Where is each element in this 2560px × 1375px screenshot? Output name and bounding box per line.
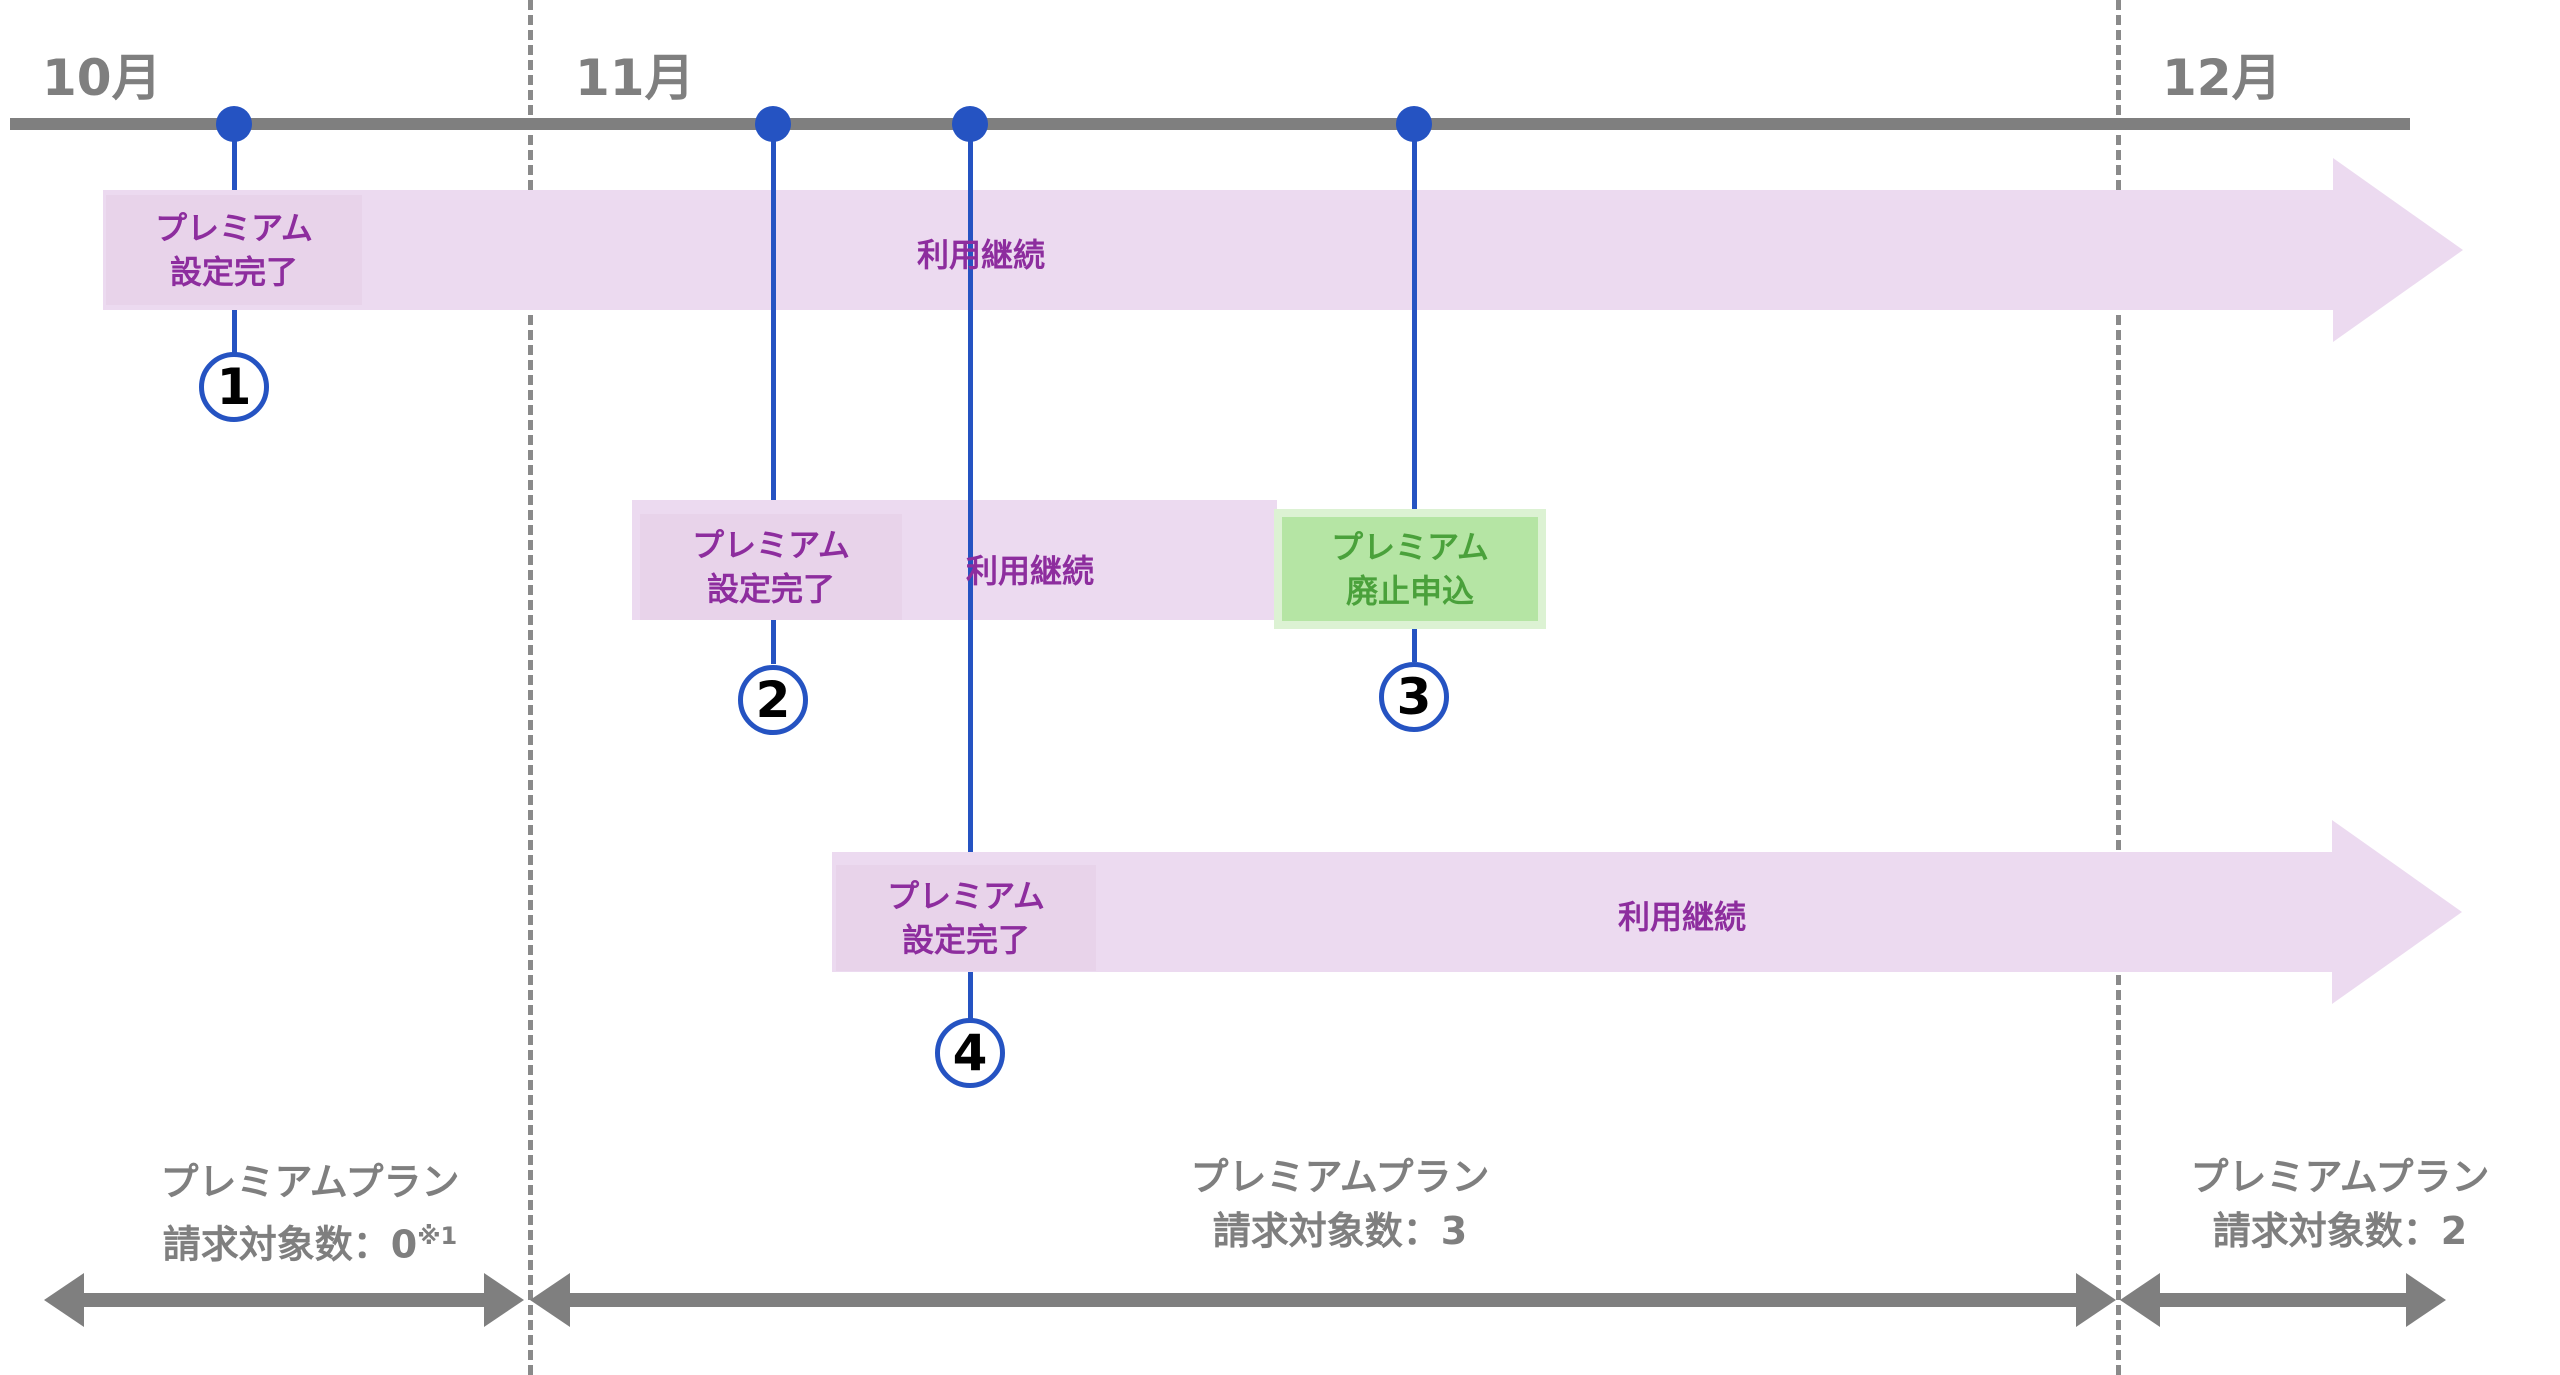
arrowhead-1-icon	[2333, 158, 2463, 342]
event-dot-3	[1396, 106, 1432, 142]
billing-nov: プレミアムプラン 請求対象数：3	[1100, 1150, 1580, 1258]
month-label-dec: 12月	[2162, 49, 2282, 107]
event-3-tag-line2: 廃止申込	[1345, 572, 1474, 610]
month-label-nov: 11月	[575, 49, 695, 107]
billing-dec-count: 請求対象数：2	[2212, 1209, 2468, 1253]
usage-label-2: 利用継続	[966, 552, 1095, 590]
month-divider-11	[528, 0, 533, 1375]
billing-dec-title: プレミアムプラン	[2190, 1155, 2490, 1199]
event-dot-1	[216, 106, 252, 142]
billing-dec: プレミアムプラン 請求対象数：2	[2140, 1150, 2540, 1258]
event-4-tag: プレミアム 設定完了	[836, 865, 1096, 971]
billing-oct-note: ※1	[417, 1222, 458, 1250]
billing-oct: プレミアムプラン 請求対象数：0※1	[100, 1155, 520, 1272]
connector-3-bottom	[1412, 620, 1417, 662]
event-2-tag-line1: プレミアム	[692, 526, 850, 564]
event-number-3: 3	[1379, 662, 1449, 732]
billing-oct-title: プレミアムプラン	[160, 1160, 460, 1204]
usage-bar-1	[103, 190, 2333, 310]
arrowhead-4-icon	[2332, 820, 2462, 1004]
event-1-tag-line1: プレミアム	[155, 209, 313, 247]
event-dot-2	[755, 106, 791, 142]
event-2-tag: プレミアム 設定完了	[640, 514, 902, 620]
event-dot-4	[952, 106, 988, 142]
connector-1-bottom	[232, 310, 237, 354]
usage-label-1: 利用継続	[917, 236, 1046, 274]
billing-nov-count: 請求対象数：3	[1212, 1209, 1468, 1253]
connector-4-bottom	[968, 972, 973, 1028]
connector-2-bottom	[771, 620, 776, 664]
event-2-tag-line2: 設定完了	[706, 570, 835, 608]
event-1-tag: プレミアム 設定完了	[106, 195, 362, 305]
timeline-axis	[10, 118, 2410, 130]
event-number-2: 2	[738, 665, 808, 735]
event-3-tag-line1: プレミアム	[1331, 528, 1489, 566]
billing-nov-title: プレミアムプラン	[1190, 1155, 1490, 1199]
billing-oct-count: 請求対象数：0	[162, 1222, 418, 1267]
event-4-tag-line2: 設定完了	[901, 921, 1030, 959]
period-arrow-nov-icon	[530, 1273, 2116, 1327]
period-arrow-dec-icon	[2120, 1273, 2446, 1327]
period-arrow-oct-icon	[44, 1273, 524, 1327]
connector-4	[968, 124, 973, 852]
event-number-4: 4	[935, 1018, 1005, 1088]
connector-1-top	[232, 124, 237, 190]
month-divider-12	[2116, 0, 2121, 1375]
event-number-1: 1	[199, 352, 269, 422]
usage-label-4: 利用継続	[1618, 898, 1747, 936]
month-label-oct: 10月	[42, 49, 162, 107]
event-1-tag-line2: 設定完了	[169, 253, 298, 291]
event-3-cancel-tag: プレミアム 廃止申込	[1274, 509, 1546, 629]
event-4-tag-line1: プレミアム	[887, 877, 1045, 915]
connector-3-top	[1412, 124, 1417, 509]
connector-2-top	[771, 124, 776, 500]
